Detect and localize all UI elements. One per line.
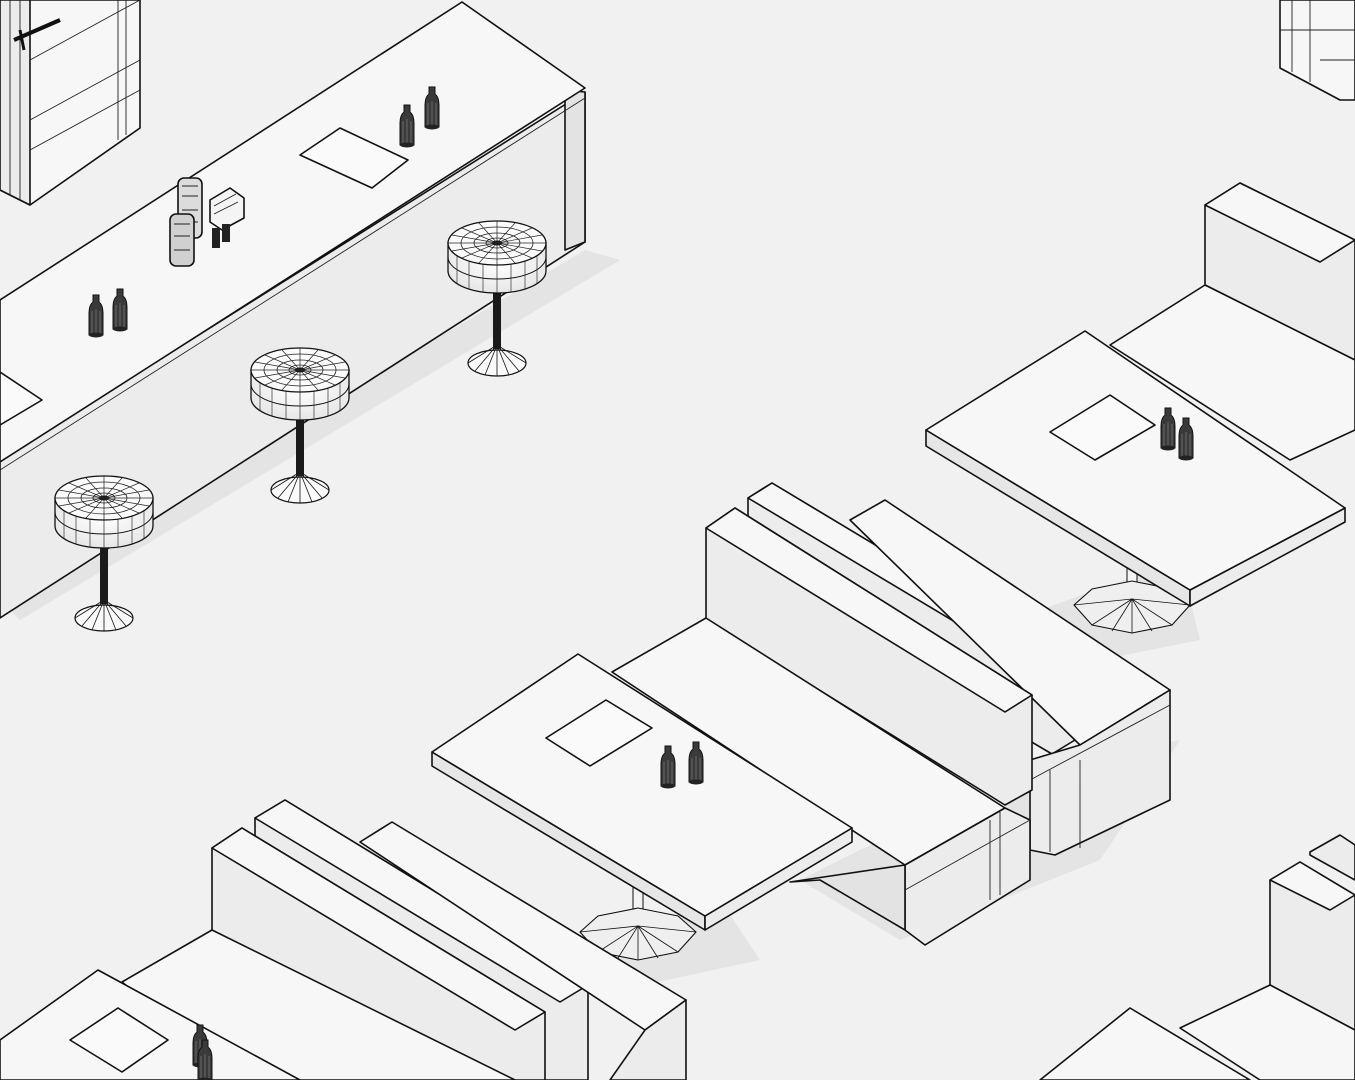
booth-bench-center-front [611, 507, 1033, 946]
sugar-shakers [169, 177, 230, 267]
booth-bench-lower-right [1179, 834, 1355, 1080]
refrigerator [0, 0, 141, 206]
booth-table-center [431, 653, 853, 961]
booth-table-lower-right [1039, 1007, 1251, 1080]
table-menu-card-lower-left [69, 1007, 169, 1073]
booth-table-lower-left [0, 969, 301, 1080]
counter-menu-card-left [0, 371, 43, 426]
booth-bench-lower-front [121, 827, 546, 1080]
table-menu-card-center [545, 699, 653, 767]
counter-menu-card [299, 127, 409, 189]
napkin-dispenser [209, 187, 245, 231]
booth-bench-upper-right [1109, 182, 1355, 461]
table-menu-card-upper-right [1049, 394, 1156, 461]
wall-cabinet [1279, 0, 1355, 101]
booth-table-upper-right [925, 330, 1346, 634]
